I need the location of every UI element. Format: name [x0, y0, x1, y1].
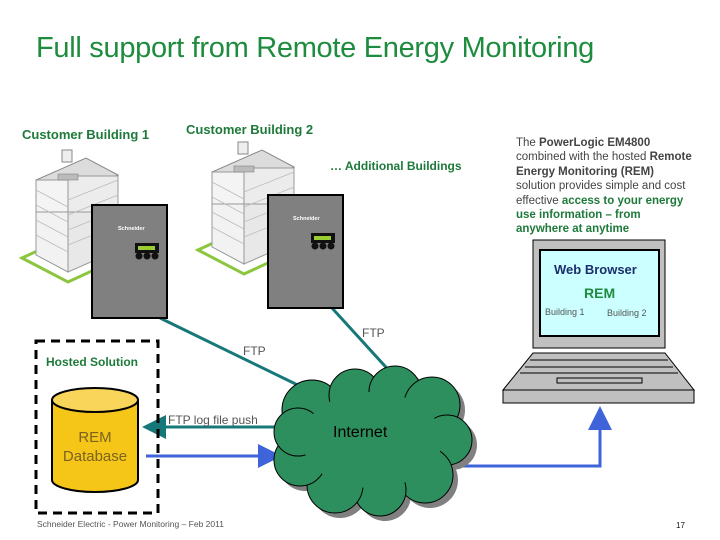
- database-label: REM Database: [52, 428, 138, 466]
- page-number: 17: [676, 521, 685, 530]
- desc-text: The: [516, 137, 540, 149]
- internet-label: Internet: [333, 424, 388, 441]
- meter-device-2: Schneider: [267, 194, 344, 309]
- meter-2-brand: Schneider: [293, 216, 320, 222]
- ftp-line-building-1: [159, 316, 313, 394]
- ftp-label-2: FTP: [362, 326, 385, 340]
- slide-title: Full support from Remote Energy Monitori…: [36, 32, 594, 64]
- hosted-solution-box: [34, 339, 160, 515]
- internet-to-laptop-arrow: [462, 406, 612, 468]
- ftp-line-building-2: [330, 306, 396, 378]
- building-1-label: Customer Building 1: [22, 127, 150, 142]
- product-name: PowerLogic EM4800: [539, 137, 651, 149]
- product-description: The PowerLogic EM4800 combined with the …: [516, 136, 696, 237]
- database-label-line1: REM: [78, 429, 112, 446]
- meter-device-1: Schneider: [91, 204, 168, 319]
- footer-text: Schneider Electric - Power Monitoring – …: [37, 519, 224, 529]
- laptop-heading: Web Browser: [554, 262, 637, 277]
- meter-1-brand: Schneider: [118, 226, 145, 232]
- internet-cloud: [273, 365, 477, 521]
- building-2-label: Customer Building 2: [186, 122, 314, 137]
- laptop-app-name: REM: [584, 285, 616, 301]
- laptop-item-building-2: Building 2: [607, 308, 647, 318]
- database-label-line2: Database: [62, 448, 128, 465]
- laptop-item-building-1: Building 1: [545, 307, 585, 317]
- rem-database-cylinder: [51, 387, 139, 493]
- service-name: Remote Energy Monitoring (REM): [516, 151, 692, 178]
- laptop-illustration: [501, 239, 696, 404]
- desc-text: combined with the hosted: [516, 151, 650, 164]
- hosted-solution-label: Hosted Solution: [46, 355, 138, 369]
- ftp-push-label: FTP log file push: [168, 413, 258, 427]
- additional-buildings-label: … Additional Buildings: [330, 159, 462, 173]
- desc-highlight: access to your energy use information – …: [516, 194, 684, 236]
- ftp-label-1: FTP: [243, 344, 266, 358]
- laptop-screen: [539, 249, 660, 337]
- desc-text: solution provides simple and cost effect…: [516, 180, 686, 207]
